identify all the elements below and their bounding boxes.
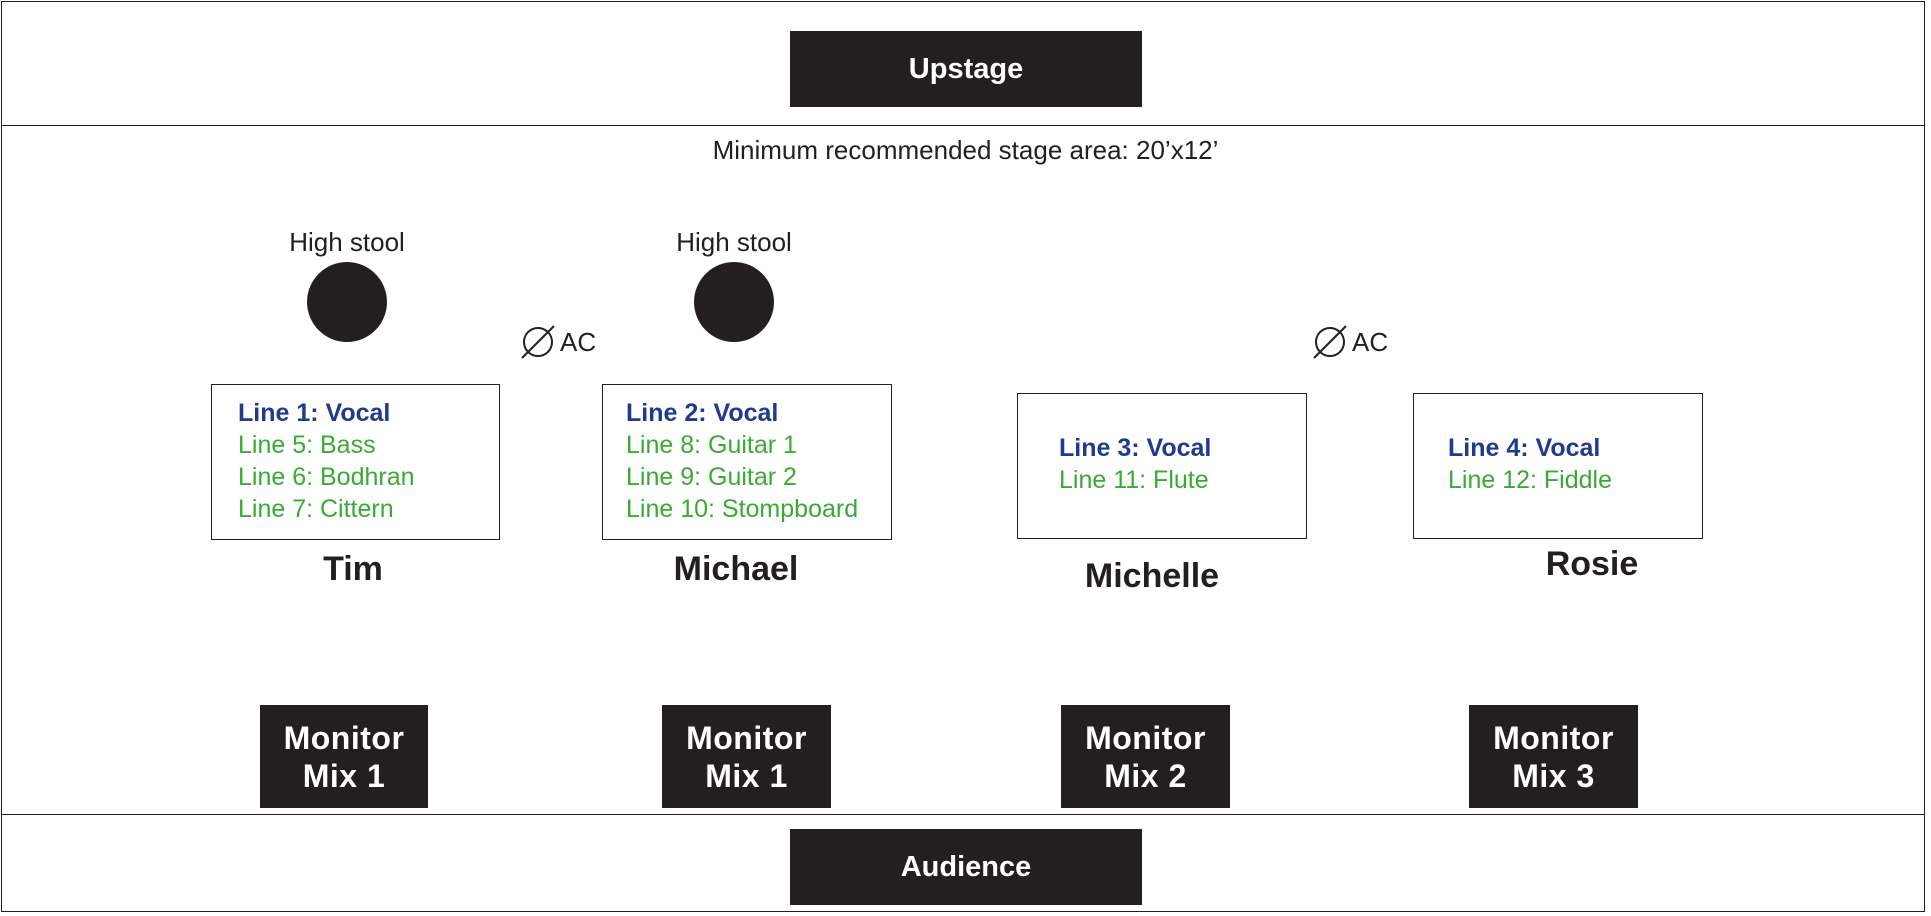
monitor-wedge-rosie: Monitor Mix 3 — [1469, 705, 1638, 808]
monitor-wedge-michelle: Monitor Mix 2 — [1061, 705, 1230, 808]
input-line: Line 6: Bodhran — [238, 463, 415, 491]
performer-name-michelle: Michelle — [1084, 557, 1220, 595]
performer-name-rosie: Rosie — [1545, 545, 1639, 583]
empty-set-icon — [1313, 325, 1347, 359]
input-line: Line 11: Flute — [1059, 466, 1209, 494]
input-line: Line 8: Guitar 1 — [626, 431, 797, 459]
upstage-label: Upstage — [908, 52, 1024, 85]
stool-icon-tim — [307, 262, 387, 342]
input-line: Line 2: Vocal — [626, 399, 779, 427]
ac-outlet-right: AC — [1311, 323, 1388, 361]
upstage-divider — [1, 125, 1925, 126]
input-list-box-rosie — [1413, 393, 1703, 539]
performer-name-michael: Michael — [673, 550, 799, 588]
input-list-michelle: Line 3: Vocal Line 11: Flute — [1059, 432, 1211, 496]
input-line: Line 3: Vocal — [1059, 434, 1212, 462]
input-list-box-tim — [211, 384, 500, 540]
upstage-banner: Upstage — [790, 31, 1142, 107]
input-line: Line 9: Guitar 2 — [626, 463, 797, 491]
monitor-wedge-michael: Monitor Mix 1 — [662, 705, 831, 808]
monitor-label: Monitor Mix 1 — [283, 719, 405, 794]
audience-divider — [1, 814, 1925, 815]
ac-label: AC — [1352, 326, 1389, 357]
performer-name-tim: Tim — [323, 550, 383, 588]
input-list-michael: Line 2: Vocal Line 8: Guitar 1 Line 9: G… — [626, 397, 858, 525]
input-line: Line 10: Stompboard — [626, 495, 859, 523]
stool-label-michael: High stool — [676, 227, 792, 257]
input-line: Line 7: Cittern — [238, 495, 394, 523]
ac-outlet-left: AC — [519, 323, 596, 361]
stool-label-tim: High stool — [289, 227, 405, 257]
audience-label: Audience — [900, 850, 1032, 883]
monitor-label: Monitor Mix 3 — [1493, 719, 1614, 794]
stage-area-note: Minimum recommended stage area: 20’x12’ — [712, 135, 1219, 165]
empty-set-icon — [521, 325, 555, 359]
ac-label: AC — [560, 326, 597, 357]
audience-banner: Audience — [790, 829, 1142, 905]
input-line: Line 1: Vocal — [238, 399, 391, 427]
stool-icon-michael — [694, 262, 774, 342]
input-line: Line 5: Bass — [238, 431, 376, 459]
monitor-label: Monitor Mix 1 — [686, 719, 807, 794]
input-list-tim: Line 1: Vocal Line 5: Bass Line 6: Bodhr… — [238, 397, 415, 525]
monitor-label: Monitor Mix 2 — [1085, 719, 1206, 794]
input-line: Line 4: Vocal — [1448, 434, 1601, 462]
input-list-rosie: Line 4: Vocal Line 12: Fiddle — [1448, 432, 1612, 496]
input-list-box-michelle — [1017, 393, 1307, 539]
input-list-box-michael — [602, 384, 892, 540]
input-line: Line 12: Fiddle — [1448, 466, 1613, 494]
monitor-wedge-tim: Monitor Mix 1 — [260, 705, 428, 808]
